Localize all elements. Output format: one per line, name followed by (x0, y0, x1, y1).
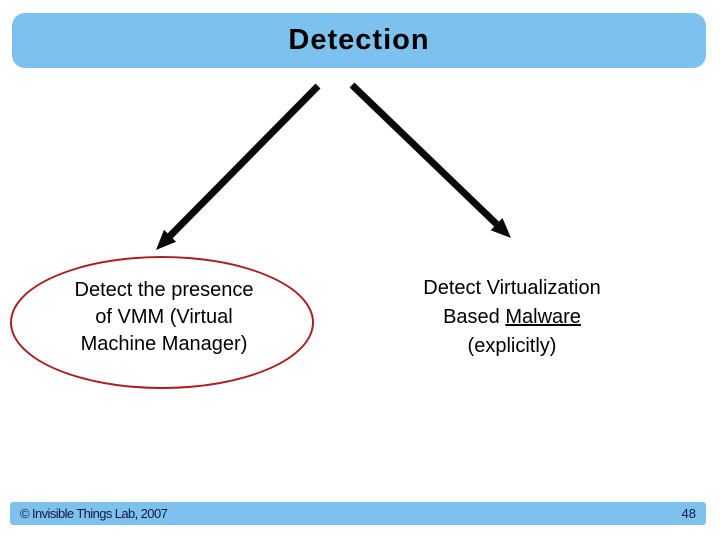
detect-malware-text: Detect Virtualization Based Malware (exp… (362, 274, 662, 361)
detect-malware-line-3: (explicitly) (467, 335, 557, 357)
vmm-highlight-ellipse (10, 256, 314, 389)
slide-title: Detection (288, 24, 430, 56)
copyright-text: © Invisible Things Lab, 2007 (20, 506, 168, 521)
detect-malware-underlined-word: Malware (505, 306, 581, 328)
detect-vmm-line-3: Machine Manager) (80, 333, 248, 355)
slide-footer-bar: © Invisible Things Lab, 2007 48 (10, 502, 706, 525)
detect-vmm-text: Detect the presence of VMM (Virtual Mach… (14, 277, 314, 358)
right-arrow-shaft (349, 82, 500, 227)
slide-title-bar: Detection (12, 13, 706, 68)
detect-malware-line-2: Based Malware (362, 303, 662, 332)
detect-vmm-line-2: of VMM (Virtual (95, 306, 233, 328)
detect-malware-line-2-prefix: Based (443, 306, 506, 328)
right-arrow-head-icon (490, 218, 511, 238)
page-number: 48 (681, 506, 696, 521)
detect-malware-line-1: Detect Virtualization (423, 277, 601, 299)
left-arrow (156, 83, 321, 250)
right-arrow (349, 82, 511, 238)
left-arrow-shaft (167, 83, 321, 239)
detect-vmm-line-1: Detect the presence (74, 279, 254, 301)
left-arrow-head-icon (156, 229, 177, 250)
